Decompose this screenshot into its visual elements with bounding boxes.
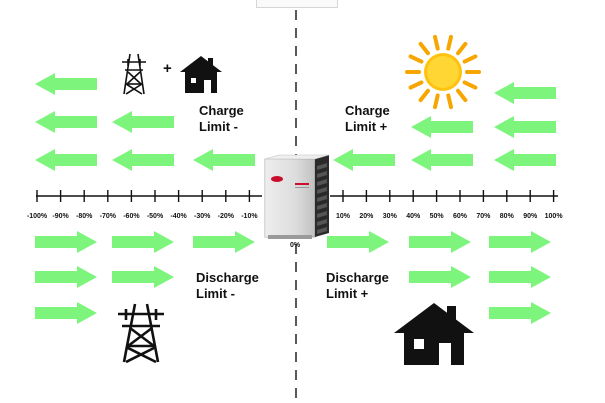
sun-ray: [408, 54, 424, 64]
sun-ray: [456, 88, 468, 103]
charge-arrow-left: [112, 149, 174, 171]
positive-tick-label: 100%: [545, 213, 564, 220]
charge-arrow-left: [35, 73, 97, 95]
house-icon: [394, 303, 474, 365]
battery-slat: [317, 179, 327, 186]
charge-arrow-right: [411, 116, 473, 138]
positive-tick-label: 70%: [476, 213, 491, 220]
positive-tick-label: 40%: [406, 213, 421, 220]
negative-tick-label: -20%: [218, 213, 235, 220]
discharge-arrow-left: [112, 266, 174, 288]
sun-ray: [433, 93, 440, 110]
sun-ray: [462, 54, 478, 64]
charge-limit-positive-line2: Limit +: [345, 119, 388, 134]
negative-tick-label: -30%: [194, 213, 211, 220]
sun-ray: [418, 41, 430, 56]
discharge-arrow-right: [327, 231, 389, 253]
charge-arrow-right: [494, 116, 556, 138]
sun-icon: [405, 34, 481, 110]
power-pylon-icon: [122, 53, 146, 95]
positive-tick-label: 90%: [523, 213, 538, 220]
charge-arrows-right: [333, 82, 556, 171]
charge-limit-negative-line1: Charge: [199, 103, 244, 118]
discharge-arrow-left: [35, 302, 97, 324]
discharge-arrow-right: [489, 231, 551, 253]
battery-inverter-icon: [264, 154, 330, 239]
discharge-arrows-right: [327, 231, 551, 324]
charge-arrow-left: [35, 149, 97, 171]
discharge-arrow-right: [409, 266, 471, 288]
battery-slat: [317, 227, 327, 234]
discharge-arrow-right: [489, 302, 551, 324]
sun-ray: [462, 80, 478, 90]
discharge-limit-negative-label: Discharge Limit -: [196, 270, 259, 302]
discharge-limit-positive-line2: Limit +: [326, 286, 369, 301]
battery-slat: [317, 187, 327, 194]
discharge-arrow-left: [35, 231, 97, 253]
charge-arrow-right: [494, 149, 556, 171]
window-tab-stub: [256, 0, 338, 8]
discharge-limit-positive-label: Discharge Limit +: [326, 270, 389, 302]
charge-arrow-left: [35, 111, 97, 133]
house-icon-small: [180, 56, 222, 93]
sun-ray: [446, 34, 453, 51]
positive-tick-label: 30%: [383, 213, 398, 220]
positive-tick-label: 10%: [336, 213, 351, 220]
positive-tick-label: 60%: [453, 213, 468, 220]
negative-ticks: -100% -90% -80% -70% -60% -50% -40% -30% -20% -10…: [27, 190, 258, 220]
battery-slat: [317, 203, 327, 210]
charge-arrow-right: [333, 149, 395, 171]
discharge-arrow-left: [112, 231, 174, 253]
negative-tick-label: -80%: [76, 213, 93, 220]
charge-limit-negative-line2: Limit -: [199, 119, 238, 134]
discharge-arrow-right: [409, 231, 471, 253]
percent-scale: -100% -90% -80% -70% -60% -50% -40% -30% -20% -10…: [27, 190, 563, 220]
battery-slat: [317, 171, 327, 178]
positive-tick-label: 80%: [500, 213, 515, 220]
discharge-arrow-right: [489, 266, 551, 288]
sun-ray: [433, 34, 440, 51]
discharge-limit-positive-line1: Discharge: [326, 270, 389, 285]
charge-arrow-left: [193, 149, 255, 171]
battery-slat: [317, 211, 327, 218]
charge-arrow-right: [411, 149, 473, 171]
sun-ray: [446, 93, 453, 110]
charge-limit-negative-label: Charge Limit -: [199, 103, 244, 135]
charge-arrows-left: [35, 73, 255, 171]
positive-tick-label: 50%: [430, 213, 445, 220]
negative-tick-label: -40%: [170, 213, 187, 220]
battery-slat: [317, 219, 327, 226]
negative-tick-label: -90%: [52, 213, 69, 220]
positive-tick-label: 20%: [359, 213, 374, 220]
sun-ray: [456, 41, 468, 56]
negative-tick-label: -100%: [27, 213, 48, 220]
charge-limit-positive-line1: Charge: [345, 103, 390, 118]
negative-tick-label: -10%: [241, 213, 258, 220]
charge-arrow-left: [112, 111, 174, 133]
sun-ray: [408, 80, 424, 90]
positive-ticks: 10% 20% 30% 40% 50% 60% 70% 80% 90% 100%: [336, 190, 563, 220]
battery-slat: [317, 195, 327, 202]
power-pylon-icon-large: [118, 303, 164, 364]
charge-arrow-right: [494, 82, 556, 104]
discharge-arrow-left: [35, 266, 97, 288]
sun-ray: [418, 88, 430, 103]
plus-sign: +: [163, 60, 172, 77]
negative-tick-label: -70%: [100, 213, 117, 220]
discharge-limit-negative-line2: Limit -: [196, 286, 235, 301]
negative-tick-label: -60%: [123, 213, 140, 220]
discharge-limit-negative-line1: Discharge: [196, 270, 259, 285]
battery-slat: [317, 163, 327, 170]
charge-limit-positive-label: Charge Limit +: [345, 103, 390, 135]
discharge-arrow-left: [193, 231, 255, 253]
center-zero-label: 0%: [290, 242, 301, 249]
negative-tick-label: -50%: [147, 213, 164, 220]
discharge-arrows-left: [35, 231, 255, 324]
